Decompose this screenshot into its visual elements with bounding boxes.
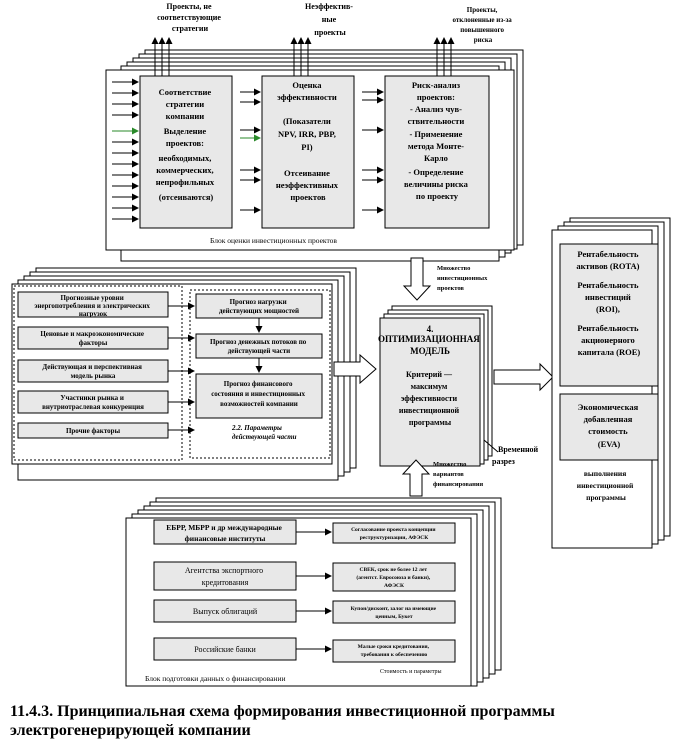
time-slice-label: Временной разрез bbox=[492, 445, 540, 466]
down-arrow-projects bbox=[402, 257, 432, 301]
strategy-box bbox=[139, 75, 233, 229]
factor-1-text: Прогнозные уровни энергопотребления и эл… bbox=[34, 294, 151, 318]
financing-caption: Блок подготовки данных о финансировании bbox=[145, 674, 285, 683]
out-label-strategy: Проекты, не соответствующие стратегии bbox=[157, 2, 223, 33]
out-label-inefficient: Неэффектив- ные проекты bbox=[305, 2, 355, 37]
left-factors-frame bbox=[13, 285, 183, 461]
financing-sources bbox=[153, 519, 297, 661]
source-2-text: Агентства экспортного кредитования bbox=[185, 566, 265, 587]
forecast-1-text: Прогноз нагрузки действующих мощностей bbox=[219, 298, 299, 315]
risk-box-text: Риск-анализ проектов: - Анализ чув- стви… bbox=[404, 80, 470, 201]
term-3-text: Купон/дисконт, залог на имеющие ценным, … bbox=[351, 606, 438, 620]
up-arrow-financing bbox=[401, 459, 431, 497]
efficiency-box bbox=[261, 75, 355, 229]
financing-terms bbox=[332, 522, 456, 663]
financing-arrows bbox=[296, 528, 332, 653]
arrow-left-to-model bbox=[333, 353, 377, 385]
top-output-arrows bbox=[151, 37, 455, 76]
results-footer: выполнения инвестиционной программы bbox=[577, 469, 635, 502]
factor-2-text: Ценовые и макроэкономические факторы bbox=[40, 330, 145, 347]
factor-5-text: Прочие факторы bbox=[66, 427, 121, 435]
forecast-3-text: Прогноз финансового состояния и инвестиц… bbox=[211, 380, 307, 408]
forecast-2-text: Прогноз денежных потоков по действующей … bbox=[210, 338, 308, 355]
top-input-arrows bbox=[112, 78, 384, 223]
out-label-risk: Проекты, отклоненные из-за повышенного р… bbox=[452, 6, 513, 44]
term-4-text: Малые сроки кредитования, требования к о… bbox=[358, 644, 431, 658]
top-inner-boxes bbox=[139, 75, 490, 229]
eva-box bbox=[559, 393, 659, 461]
source-4-text: Российские банки bbox=[194, 645, 256, 654]
risk-box bbox=[384, 75, 490, 229]
factor-3-text: Действующая и перспективная модель рынка bbox=[42, 363, 143, 380]
factor-4-text: Участники рынка и внутриотраслевая конку… bbox=[42, 394, 144, 411]
financing-footnote: Стоимость и параметры bbox=[380, 669, 442, 675]
eva-text: Экономическая добавленная стоимость (EVA… bbox=[578, 402, 641, 449]
model-box bbox=[379, 317, 481, 467]
left-block-note: 2.2. Параметры действующей части bbox=[231, 424, 297, 441]
diagram-canvas: Проекты, не соответствующие стратегии Не… bbox=[11, 2, 671, 687]
figure-caption: 11.4.3. Принципиальная схема формировани… bbox=[10, 703, 555, 739]
term-1-text: Согласование проекта концепции реструкту… bbox=[351, 527, 437, 541]
source-1-text: ЕБРР, МБРР и др международные финансовые… bbox=[166, 523, 283, 543]
model-title: ОПТИМИЗАЦИОННАЯ МОДЕЛЬ bbox=[378, 334, 482, 356]
model-body: Критерий — максимум эффективности инвест… bbox=[399, 370, 461, 427]
efficiency-box-text: Оценка эффективности (Показатели NPV, IR… bbox=[276, 80, 340, 202]
source-3-text: Выпуск облигаций bbox=[193, 607, 258, 616]
left-forecast-boxes bbox=[195, 293, 323, 419]
left-arrows bbox=[168, 302, 263, 434]
time-slice-line bbox=[483, 439, 499, 453]
model-number: 4. bbox=[427, 324, 434, 334]
projects-set-label: Множество инвестиционных проектов bbox=[437, 265, 489, 292]
top-block-caption: Блок оценки инвестиционных проектов bbox=[210, 236, 337, 245]
term-2-text: СВЕК, срок не более 12 лет (агентст. Евр… bbox=[356, 566, 431, 589]
strategy-box-text: Соответствие стратегии компании Выделени… bbox=[156, 87, 217, 202]
profitability-text: Рентабельность активов (ROTA) Рентабельн… bbox=[576, 249, 641, 357]
arrow-model-to-results bbox=[493, 362, 554, 392]
profitability-box bbox=[559, 243, 659, 387]
financing-set-label: Множество вариантов финансирования bbox=[433, 461, 484, 488]
